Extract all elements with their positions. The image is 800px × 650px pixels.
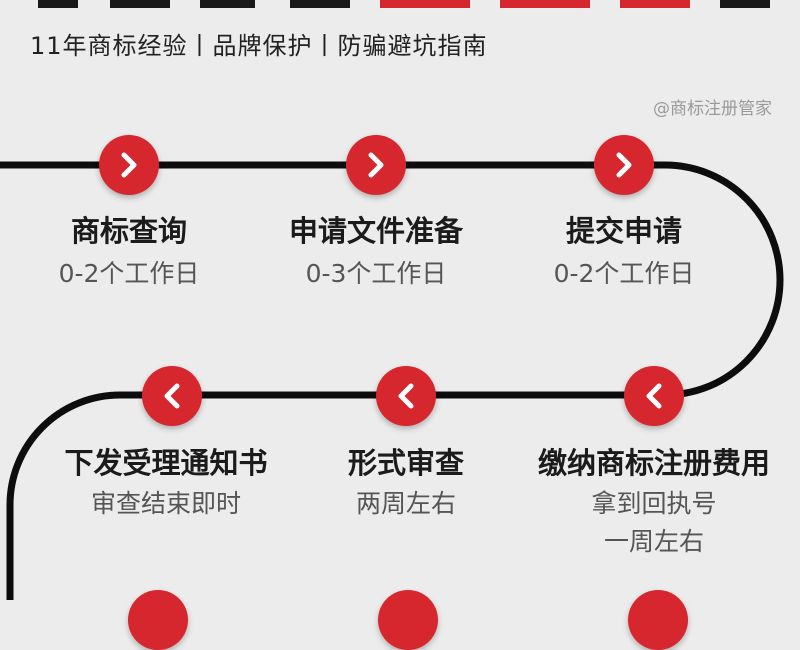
step-node-4 bbox=[624, 366, 684, 426]
chevron-left-icon bbox=[398, 383, 414, 409]
chevron-right-icon bbox=[368, 152, 384, 178]
step-desc-5: 两周左右 bbox=[355, 489, 456, 518]
step-node-7-partial bbox=[128, 590, 188, 650]
step-node-6 bbox=[142, 366, 202, 426]
step-node-8-partial bbox=[378, 590, 438, 650]
step-desc-4-line2: 一周左右 bbox=[603, 527, 704, 556]
step-desc-1: 0-2个工作日 bbox=[58, 259, 200, 288]
process-path-line bbox=[0, 161, 784, 600]
step-node-2 bbox=[346, 135, 406, 195]
chevron-left-icon bbox=[164, 383, 180, 409]
step-desc-2: 0-3个工作日 bbox=[305, 259, 447, 288]
step-title-5: 形式审查 bbox=[347, 446, 464, 480]
chevron-right-icon bbox=[121, 152, 137, 178]
watermark: @商标注册管家 bbox=[653, 99, 772, 119]
step-title-2: 申请文件准备 bbox=[288, 214, 463, 248]
step-node-3 bbox=[594, 135, 654, 195]
step-node-5 bbox=[376, 366, 436, 426]
step-title-3: 提交申请 bbox=[565, 214, 682, 248]
step-node-9-partial bbox=[628, 590, 688, 650]
step-title-6: 下发受理通知书 bbox=[64, 446, 268, 480]
step-desc-6: 审查结束即时 bbox=[90, 489, 241, 518]
chevron-right-icon bbox=[616, 152, 632, 178]
headline-cutoff bbox=[0, 0, 800, 12]
step-desc-4: 拿到回执号 bbox=[591, 489, 717, 518]
step-node-1 bbox=[99, 135, 159, 195]
subtitle: 11年商标经验丨品牌保护丨防骗避坑指南 bbox=[30, 32, 488, 60]
chevron-left-icon bbox=[646, 383, 662, 409]
step-title-4: 缴纳商标注册费用 bbox=[537, 446, 770, 480]
step-desc-3: 0-2个工作日 bbox=[553, 259, 695, 288]
step-title-1: 商标查询 bbox=[70, 214, 187, 248]
